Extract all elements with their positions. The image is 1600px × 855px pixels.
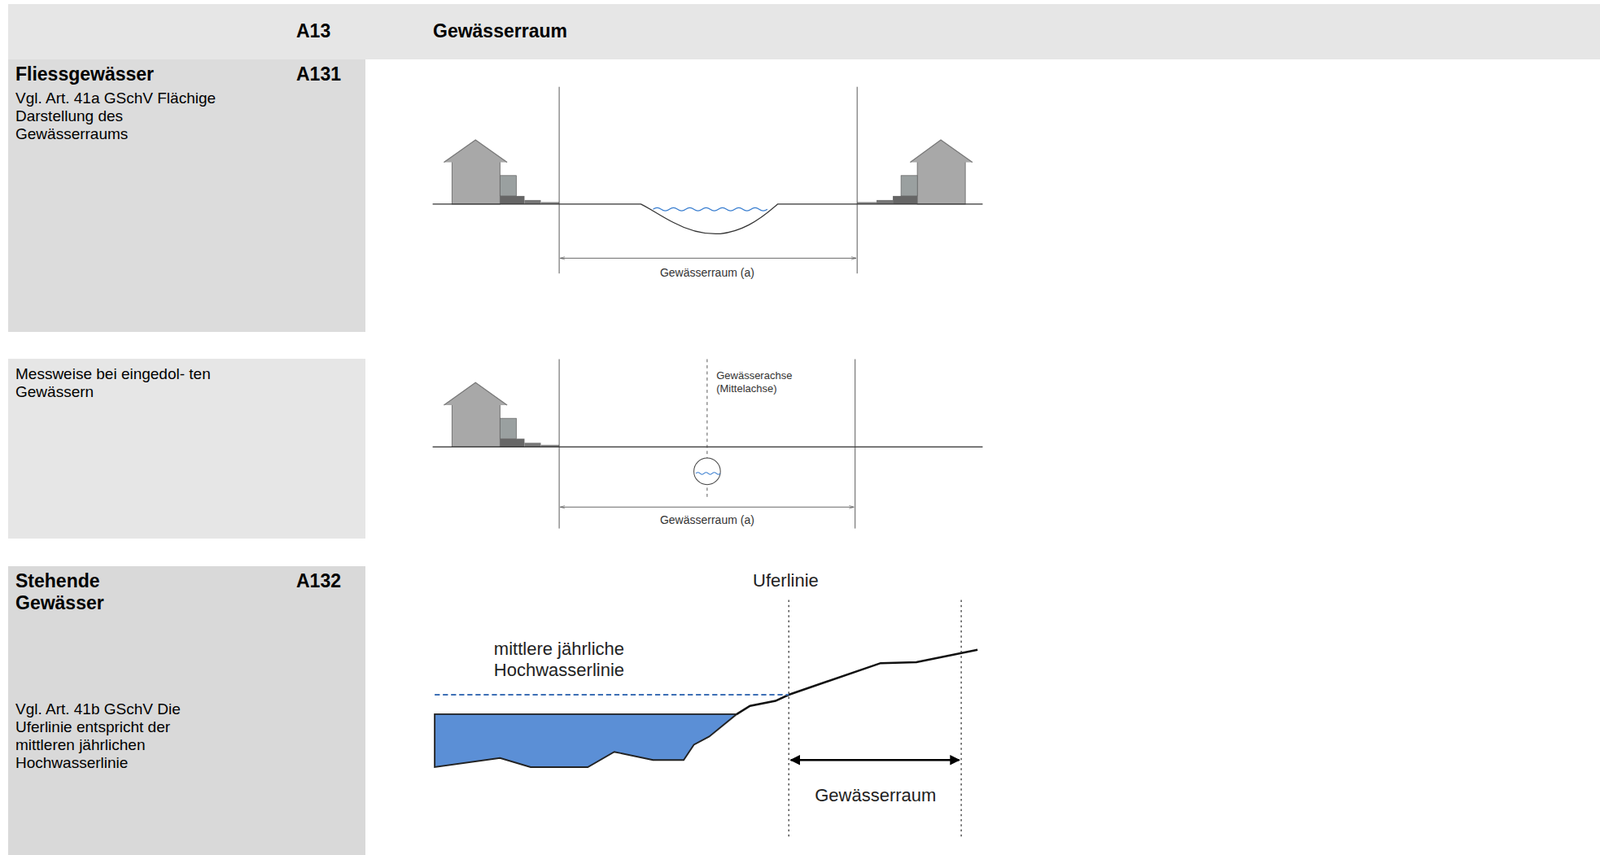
flood-line-label: mittlere jährliche Hochwasserlinie <box>493 638 729 682</box>
row-note: Vgl. Art. 41b GSchV Die Uferlinie entspr… <box>15 700 219 773</box>
section-title: Gewässerraum <box>432 20 568 43</box>
river-section <box>432 87 984 274</box>
dimension-label: Gewässerraum (a) <box>657 266 757 280</box>
dimension-label: Gewässerraum (a) <box>657 513 757 528</box>
house-left-2 <box>443 382 560 447</box>
row-cell: Stehende Gewässer A132Vgl. Art. 41b GSchV… <box>8 566 366 855</box>
row-heading: Stehende Gewässer <box>15 570 179 615</box>
house-left <box>443 139 560 205</box>
water-space-label: Gewässerraum <box>812 785 939 807</box>
house-right <box>856 139 973 205</box>
row-code: A132 <box>296 570 341 593</box>
row-note: Messweise bei eingedol- ten Gewässern <box>15 365 240 402</box>
lake-section <box>434 599 978 837</box>
axis-label: Gewässerachse (Mittelachse) <box>716 369 829 396</box>
culvert-section <box>432 358 984 529</box>
row-cell: Fliessgewässer A131Vgl. Art. 41a GSchV Fl… <box>8 59 366 333</box>
row-cell: Messweise bei eingedol- ten Gewässern <box>8 358 366 539</box>
row-code: A131 <box>296 63 341 86</box>
header-band: A13 Gewässerraum <box>8 4 1600 60</box>
row-heading: Fliessgewässer <box>15 63 154 86</box>
shoreline-label: Uferlinie <box>750 570 822 592</box>
row-note: Vgl. Art. 41a GSchV Flächige Darstellung… <box>15 89 240 144</box>
section-code: A13 <box>296 20 331 43</box>
